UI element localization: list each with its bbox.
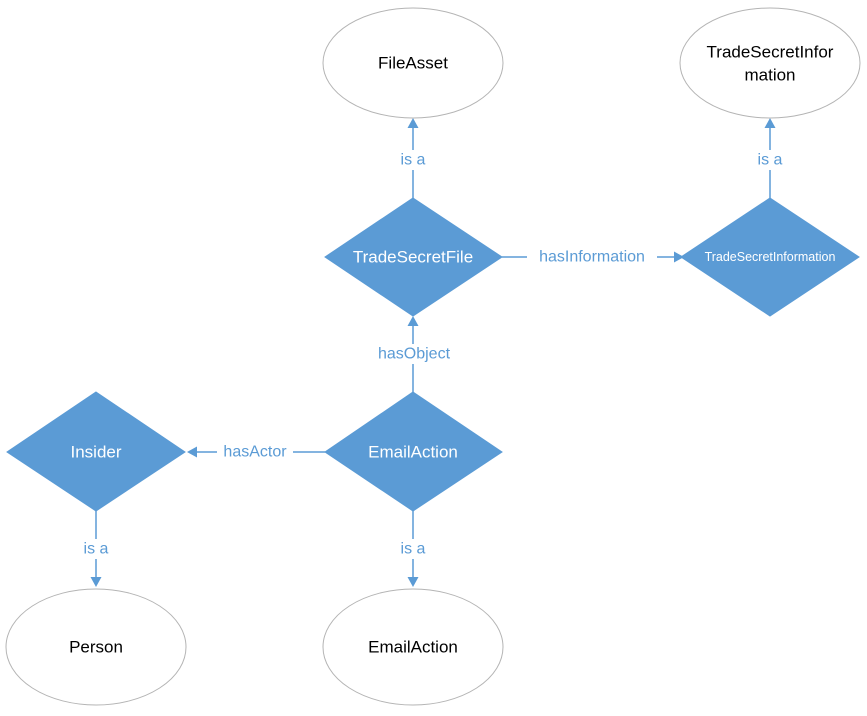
node-label-trade-secret-information-line1: TradeSecretInfor xyxy=(707,43,834,62)
edge-label-background xyxy=(753,150,787,170)
edge-insider-is-a-person: is a xyxy=(79,511,113,587)
node-label-email-action-class: EmailAction xyxy=(368,638,458,657)
edge-has-actor: hasActor xyxy=(187,442,325,462)
node-shape xyxy=(679,7,861,119)
node-trade-secret-information: TradeSecretInformation xyxy=(680,197,860,317)
arrow-head xyxy=(187,446,197,458)
node-label-file-asset: FileAsset xyxy=(378,54,448,73)
node-person: Person xyxy=(5,588,187,706)
edge-label-background xyxy=(396,539,430,559)
edge-label-is-a: is a xyxy=(84,541,109,558)
edge-label-background xyxy=(369,344,459,364)
arrow-head xyxy=(674,251,684,263)
edge-trade-secret-file-is-a-file-asset: is a xyxy=(396,118,430,198)
edge-label-background xyxy=(79,539,113,559)
edge-label-background xyxy=(527,247,657,267)
node-email-action-class: EmailAction xyxy=(322,588,504,706)
edge-label-has-information: hasInformation xyxy=(539,249,645,266)
node-label-email-action: EmailAction xyxy=(368,443,458,462)
node-shape xyxy=(322,7,504,119)
edge-has-information: hasInformation xyxy=(502,247,684,267)
node-shape xyxy=(324,197,503,317)
arrow-head xyxy=(407,316,419,326)
edge-label-background xyxy=(217,442,293,462)
node-shape xyxy=(324,391,503,512)
node-shape xyxy=(680,197,860,317)
edge-label-is-a: is a xyxy=(401,541,426,558)
edge-label-background xyxy=(396,150,430,170)
node-label-trade-secret-information: TradeSecretInformation xyxy=(705,250,836,264)
edge-label-is-a: is a xyxy=(758,152,783,169)
edge-label-is-a: is a xyxy=(401,152,426,169)
node-shape xyxy=(322,588,504,706)
node-label-insider: Insider xyxy=(70,443,121,462)
node-insider: Insider xyxy=(6,391,186,512)
arrow-head xyxy=(764,118,776,128)
node-label-trade-secret-file: TradeSecretFile xyxy=(353,248,473,267)
arrow-head xyxy=(407,118,419,128)
edge-trade-secret-information-is-a-class: is a xyxy=(753,118,787,198)
edge-label-has-actor: hasActor xyxy=(223,444,287,461)
edge-email-action-is-a-class: is a xyxy=(396,511,430,587)
arrow-head xyxy=(90,577,102,587)
node-shape xyxy=(5,588,187,706)
edge-label-has-object: hasObject xyxy=(378,346,451,363)
arrow-head xyxy=(407,577,419,587)
node-email-action: EmailAction xyxy=(324,391,503,512)
node-label-person: Person xyxy=(69,638,123,657)
edge-has-object: hasObject xyxy=(369,316,459,392)
node-trade-secret-file: TradeSecretFile xyxy=(324,197,503,317)
node-trade-secret-information-class: TradeSecretInfor mation xyxy=(679,7,861,119)
node-label-trade-secret-information-line2: mation xyxy=(744,66,795,85)
node-file-asset: FileAsset xyxy=(322,7,504,119)
node-shape xyxy=(6,391,186,512)
